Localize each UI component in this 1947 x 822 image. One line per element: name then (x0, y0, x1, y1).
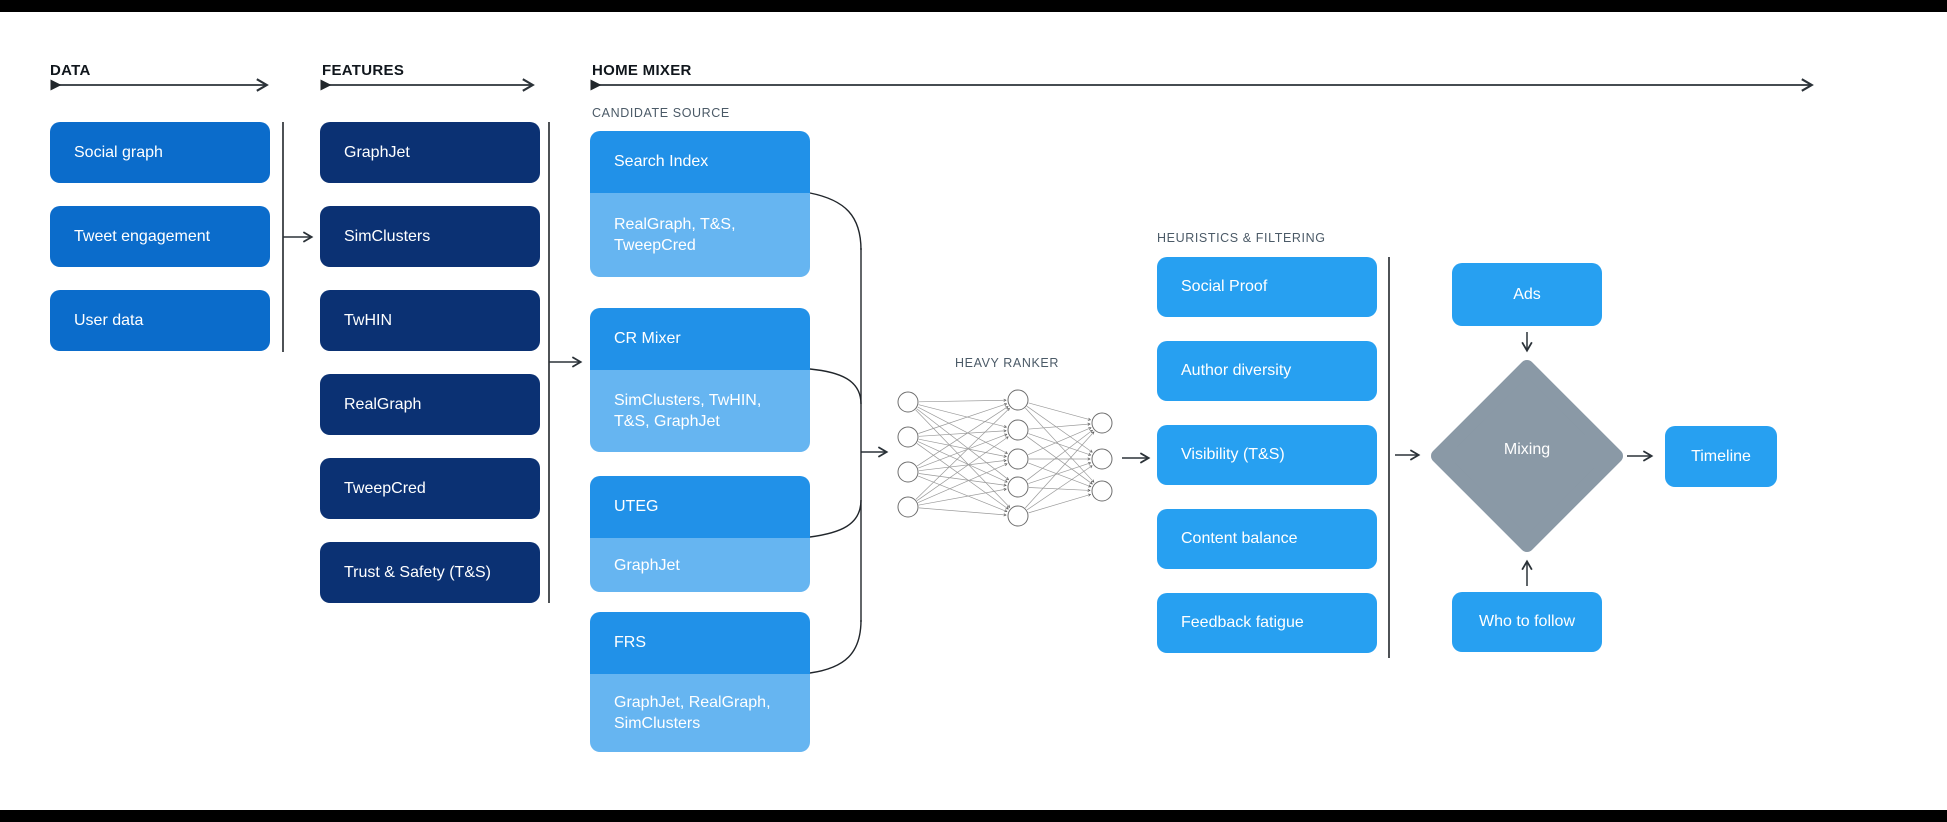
candidate-header: CR Mixer (590, 308, 810, 370)
candidate-group-cr-mixer: CR Mixer SimClusters, TwHIN, T&S, GraphJ… (590, 308, 810, 452)
candidate-group-search-index: Search Index RealGraph, T&S, TweepCred (590, 131, 810, 277)
box-label: Mixing (1503, 441, 1551, 458)
neural-network-graphic (897, 389, 1113, 527)
mixing-diamond (1431, 360, 1623, 552)
box-label: UTEG (614, 498, 659, 515)
box-label: Feedback fatigue (1181, 614, 1304, 631)
data-box-user-data: User data (50, 290, 270, 351)
timeline-box: Timeline (1665, 426, 1777, 487)
heuristic-box-author-diversity: Author diversity (1157, 341, 1377, 401)
box-label: GraphJet, RealGraph, SimClusters (614, 694, 771, 732)
data-box-tweet-engagement: Tweet engagement (50, 206, 270, 267)
box-label: Content balance (1181, 530, 1298, 547)
box-label: RealGraph, T&S, TweepCred (614, 216, 736, 254)
heuristics-label: HEURISTICS & FILTERING (1157, 231, 1326, 245)
heavy-ranker-label: HEAVY RANKER (955, 356, 1059, 370)
feature-box-graphjet: GraphJet (320, 122, 540, 183)
box-label: Search Index (614, 153, 709, 170)
data-box-social-graph: Social graph (50, 122, 270, 183)
ads-box: Ads (1452, 263, 1602, 326)
box-label: Tweet engagement (74, 227, 211, 245)
box-label: RealGraph (344, 395, 422, 413)
feature-box-simclusters: SimClusters (320, 206, 540, 267)
candidate-header: FRS (590, 612, 810, 674)
feature-box-twhin: TwHIN (320, 290, 540, 351)
feature-box-tweepcred: TweepCred (320, 458, 540, 519)
box-label: Social graph (74, 143, 163, 161)
box-label: Timeline (1691, 447, 1751, 465)
flow-arrows (283, 231, 1654, 586)
box-label: Author diversity (1181, 362, 1292, 379)
candidate-header: UTEG (590, 476, 810, 538)
candidate-merge-curves (809, 192, 862, 674)
feature-box-trust-safety: Trust & Safety (T&S) (320, 542, 540, 603)
mixing-diamond-label: Mixing (1430, 441, 1624, 459)
box-label: CR Mixer (614, 330, 681, 347)
candidate-sub: RealGraph, T&S, TweepCred (590, 193, 810, 277)
box-label: User data (74, 311, 144, 329)
heuristic-box-content-balance: Content balance (1157, 509, 1377, 569)
heuristic-box-feedback-fatigue: Feedback fatigue (1157, 593, 1377, 653)
candidate-sub: SimClusters, TwHIN, T&S, GraphJet (590, 370, 810, 452)
bottom-black-bar (0, 810, 1947, 822)
box-label: FRS (614, 634, 646, 651)
box-label: SimClusters (344, 227, 431, 245)
candidate-sub: GraphJet, RealGraph, SimClusters (590, 674, 810, 752)
candidate-group-frs: FRS GraphJet, RealGraph, SimClusters (590, 612, 810, 752)
box-label: Visibility (T&S) (1181, 446, 1285, 463)
candidate-source-label: CANDIDATE SOURCE (592, 106, 730, 120)
box-label: GraphJet (614, 556, 680, 574)
candidate-sub: GraphJet (590, 538, 810, 592)
home-mixer-section-title: HOME MIXER (592, 62, 692, 79)
heuristic-box-social-proof: Social Proof (1157, 257, 1377, 317)
box-label: Ads (1513, 285, 1541, 303)
features-section-title: FEATURES (322, 62, 405, 79)
top-black-bar (0, 0, 1947, 12)
who-to-follow-box: Who to follow (1452, 592, 1602, 652)
box-label: SimClusters, TwHIN, T&S, GraphJet (614, 392, 762, 430)
data-section-title: DATA (50, 62, 91, 79)
candidate-header: Search Index (590, 131, 810, 193)
box-label: TweepCred (344, 479, 426, 497)
box-label: Who to follow (1478, 613, 1576, 630)
box-label: Trust & Safety (T&S) (344, 563, 491, 581)
heuristic-box-visibility: Visibility (T&S) (1157, 425, 1377, 485)
feature-box-realgraph: RealGraph (320, 374, 540, 435)
candidate-group-uteg: UTEG GraphJet (590, 476, 810, 592)
box-label: Social Proof (1181, 278, 1268, 295)
box-label: GraphJet (344, 143, 410, 161)
box-label: TwHIN (344, 311, 392, 329)
